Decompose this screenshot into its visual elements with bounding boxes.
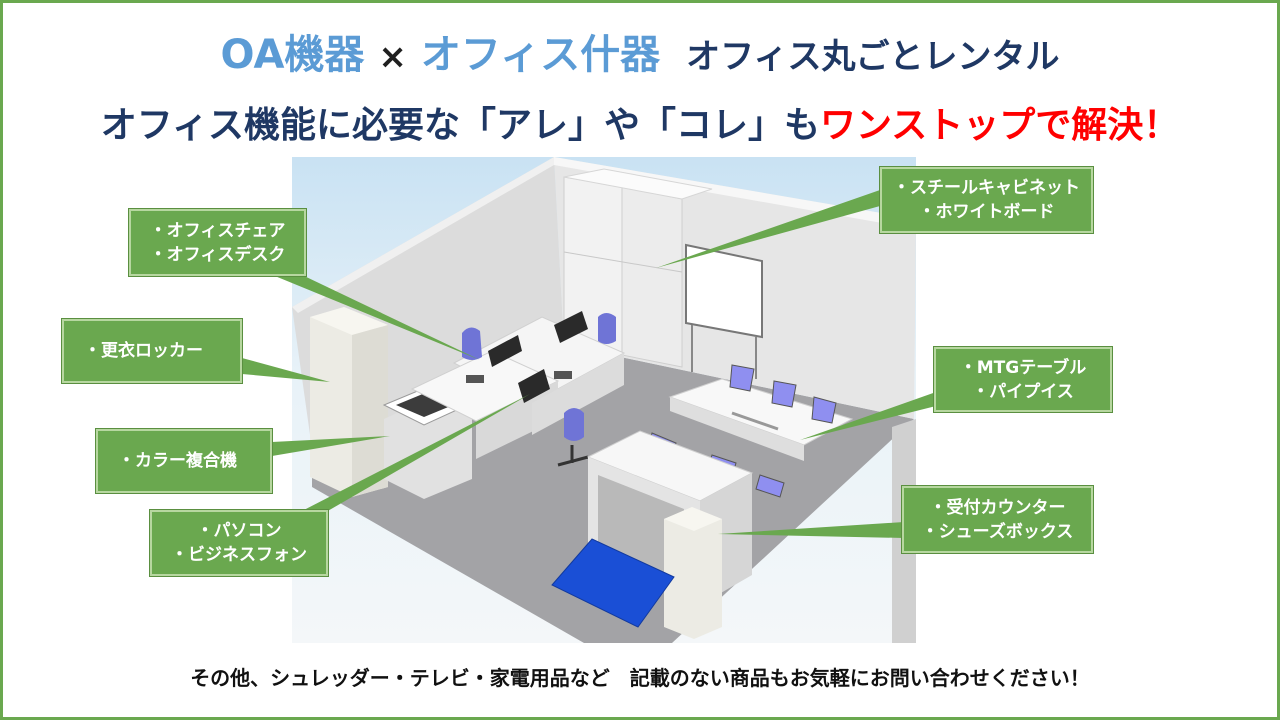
callout-mtg-table-label: ・MTGテーブル [959,357,1087,378]
callout-counter-label: ・受付カウンター [929,497,1066,518]
callout-copier: ・カラー複合機 [96,429,272,493]
subheadline-lead: オフィス機能に必要な「アレ」や「コレ」も [100,105,820,146]
headline-times: × [378,37,407,77]
headline-rental: オフィス丸ごとレンタル [686,37,1060,77]
callout-chair-label: ・オフィスチェア [149,220,286,241]
callout-cabinet-board: ・スチールキャビネット ・ホワイトボード [880,167,1093,233]
callout-locker: ・更衣ロッカー [62,319,242,383]
callout-copier-label: ・カラー複合機 [118,451,237,471]
footer-note: その他、シュレッダー・テレビ・家電用品など 記載のない商品もお気軽にお問い合わせ… [190,666,1090,690]
callout-reception: ・受付カウンター ・シューズボックス [902,486,1093,553]
callout-pc-label: ・パソコン [196,521,282,541]
callout-cabinet-label: ・スチールキャビネット [893,178,1080,198]
callout-pc-phone: ・パソコン ・ビジネスフォン [150,510,328,576]
office-illustration [292,157,916,643]
locker [310,307,388,497]
whiteboard [685,243,763,379]
callout-locker-label: ・更衣ロッカー [84,341,203,361]
callout-chair-desk: ・オフィスチェア ・オフィスデスク [129,209,306,276]
steel-cabinets [563,168,713,368]
office-desks [410,311,626,459]
subheadline-highlight: ワンストップで解決！ [820,105,1180,146]
office-room-drawing [292,157,916,643]
callout-mtg: ・MTGテーブル ・パイプイス [934,347,1112,412]
callout-desk-label: ・オフィスデスク [149,244,286,265]
shoe-box [664,507,722,639]
callout-phone-label: ・ビジネスフォン [171,545,307,565]
headline: OA機器 × オフィス什器オフィス丸ごとレンタル [0,22,1280,80]
subheadline: オフィス機能に必要な「アレ」や「コレ」もワンストップで解決！ [0,96,1280,148]
office-chairs [462,313,616,467]
entrance-mat [551,538,675,628]
callout-whiteboard-label: ・ホワイトボード [918,202,1055,222]
callout-shoebox-label: ・シューズボックス [921,521,1074,542]
meeting-table [668,378,854,461]
headline-furniture: オフィス什器 [420,32,661,78]
headline-oa: OA機器 [220,32,365,78]
callout-pipe-chair-label: ・パイプイス [972,381,1074,402]
